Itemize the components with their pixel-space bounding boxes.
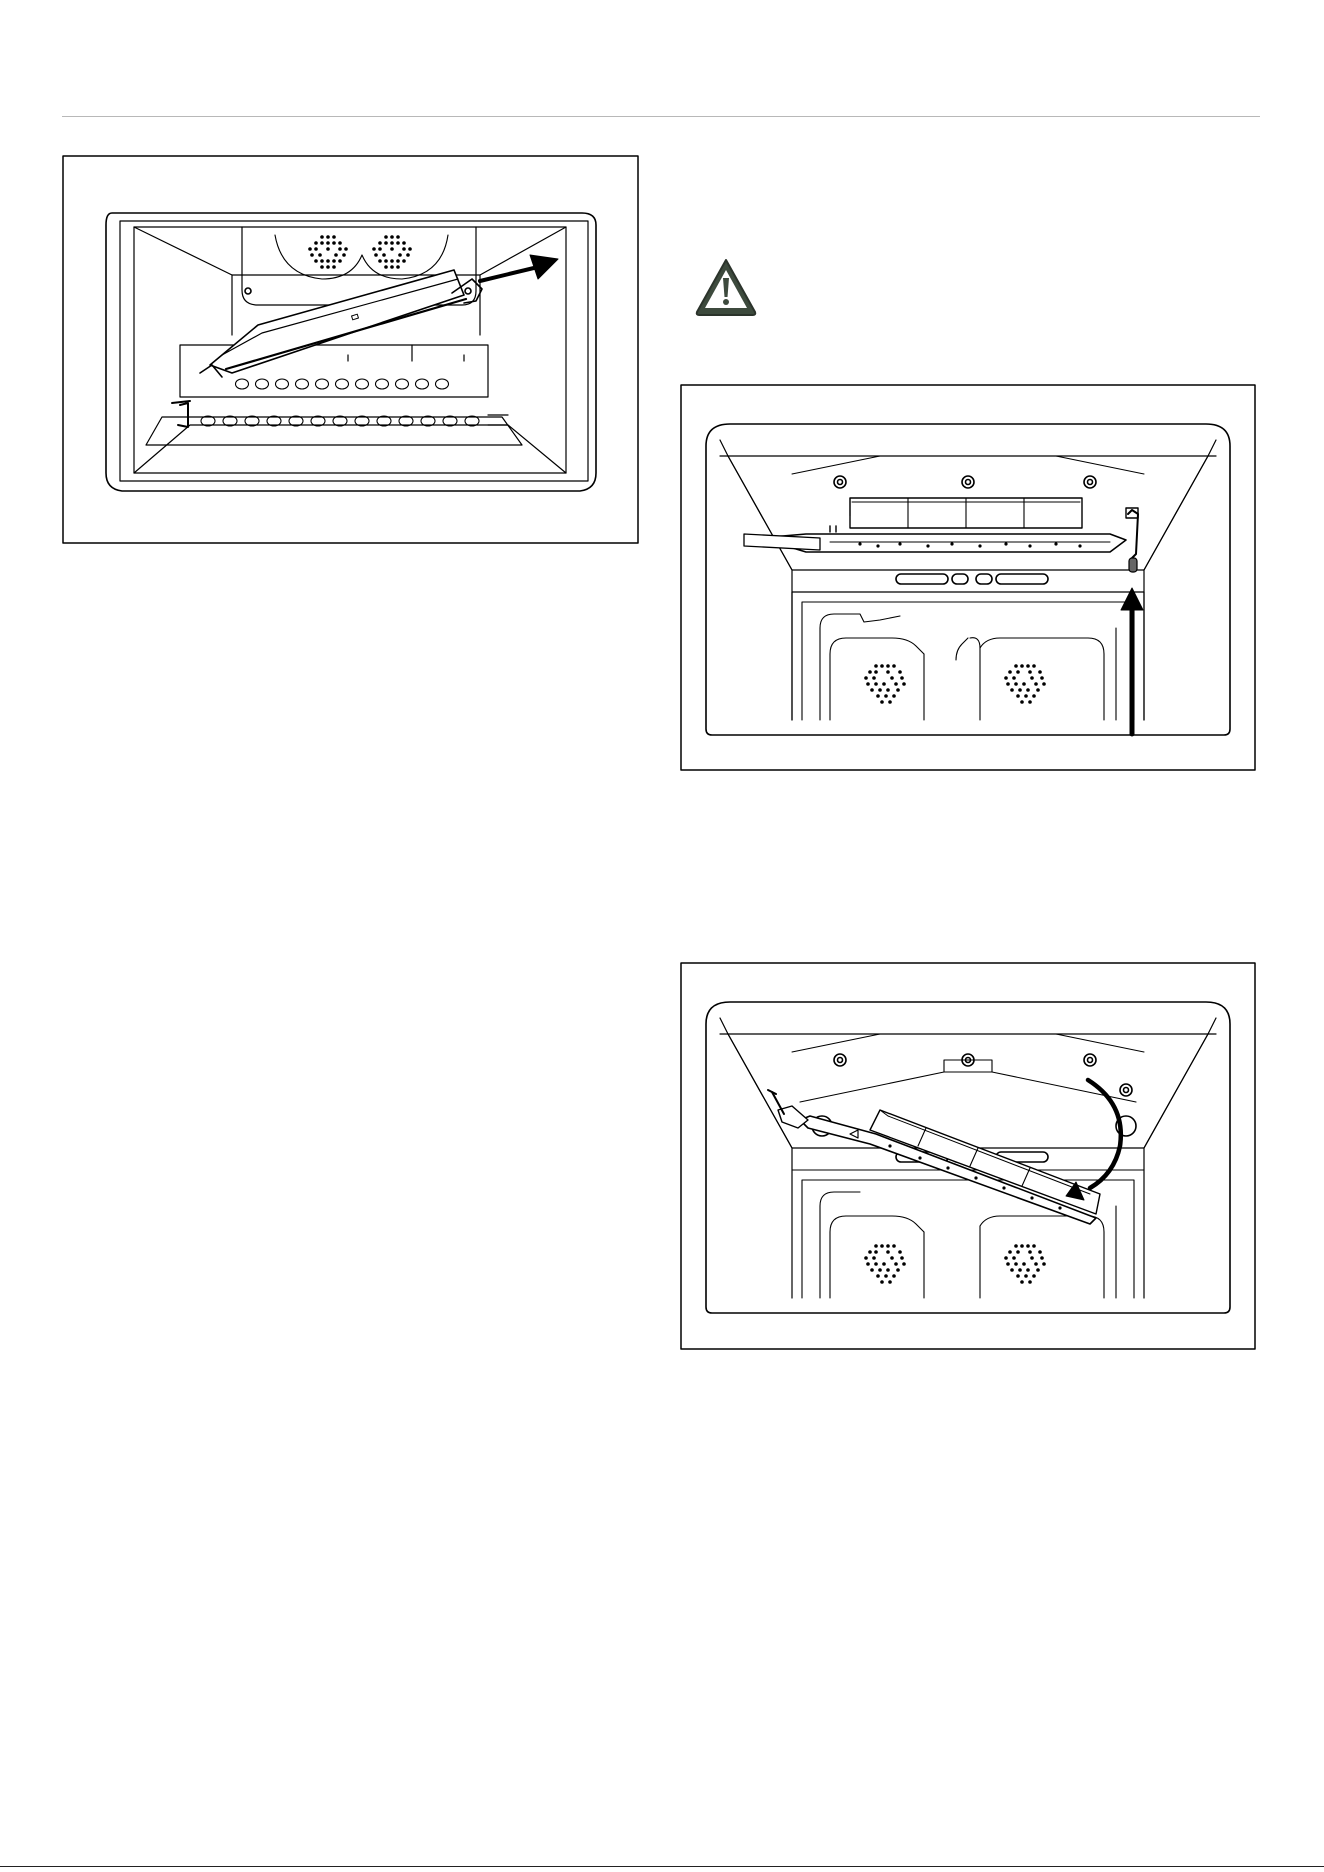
tray-holes [201,379,479,426]
figure-swing-panel-down [680,962,1256,1350]
figure-remove-side-panel [62,155,639,544]
warning-triangle-icon [693,256,759,318]
arrow-up-right-icon [530,255,558,279]
figure-lift-top-panel [680,384,1256,771]
arrow-up-icon [1121,588,1143,610]
header-rule [62,116,1260,117]
lower-fan-holes [864,664,1046,704]
fan-holes-right [372,235,412,269]
fan-holes-left [308,235,348,269]
footer-rule [0,1866,1324,1867]
